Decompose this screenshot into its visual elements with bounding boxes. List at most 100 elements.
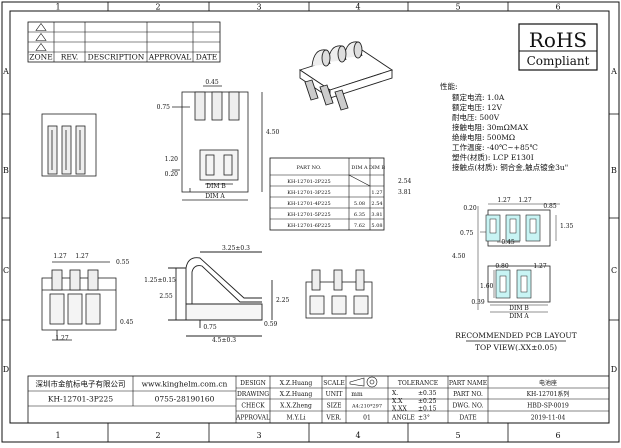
col-label-6-top: 6 — [555, 3, 560, 12]
design-name: X.Z.Huang — [280, 380, 313, 387]
pcb-dim-b: DIM B — [509, 305, 529, 312]
dim-127-bl-c: 1.27 — [55, 335, 69, 342]
dim-a-top: DIM A — [205, 193, 225, 200]
side-view-top — [172, 85, 263, 201]
col-label-5-bottom: 5 — [455, 431, 460, 440]
part-row-5-dimb: 5.08 — [371, 223, 382, 229]
scale-label: SCALE — [323, 380, 344, 387]
part-row-3-dima: 5.08 — [354, 201, 365, 207]
ver-value: 01 — [363, 415, 371, 422]
row-label-c-right: C — [611, 266, 617, 275]
check-name: X.X.Zheng — [280, 403, 312, 410]
tol-x-value: ±0.35 — [418, 390, 437, 397]
title-block: 深圳市金航标电子有限公司 www.kinghelm.com.cn KH-1270… — [27, 375, 610, 424]
pcb-dim-085: 0.85 — [543, 203, 557, 210]
tol-xxx-value: ±0.15 — [418, 406, 437, 413]
projection-symbol — [349, 376, 378, 388]
tol-xx-value: ±0.25 — [418, 398, 437, 405]
dim-020-top: 0.20 — [165, 171, 179, 178]
spec-rated-current: 额定电流: 1.0A — [452, 92, 505, 102]
pcb-dim-045: 0.45 — [501, 239, 515, 246]
dim-125: 1.25±0.15 — [144, 277, 176, 284]
dim-45: 4.5±0.3 — [212, 337, 236, 344]
rear-view — [305, 269, 373, 319]
pcb-dim-160: 1.60 — [480, 283, 494, 290]
row-label-c-left: C — [3, 266, 9, 275]
rohs-text: RoHS — [529, 28, 587, 52]
row-label-d-right: D — [611, 365, 617, 374]
row-label-a-right: A — [610, 67, 617, 76]
date-value: 2019-11-04 — [531, 415, 566, 422]
dim-055: 0.55 — [116, 259, 130, 266]
spring-profile — [168, 251, 273, 337]
dim-075-spring: 0.75 — [203, 324, 217, 331]
tol-xxx-label: X.XX — [392, 406, 407, 413]
column-ticks — [2, 2, 619, 442]
spec-housing-material: 塑件(材质): LCP E130I — [452, 152, 534, 162]
tolerance-label: TOLERANCE — [398, 380, 438, 387]
pcb-dim-080: 0.80 — [495, 263, 509, 270]
spec-list: 性能: 额定电流: 1.0A 额定电压: 12V 耐电压: 500V 接触电阻:… — [440, 81, 568, 172]
pcb-dim-075: 0.75 — [460, 230, 474, 237]
company-phone: 0755-28190160 — [155, 395, 215, 404]
compliant-text: Compliant — [527, 54, 590, 68]
col-label-3-bottom: 3 — [256, 431, 261, 440]
date-label: DATE — [459, 415, 476, 422]
col-label-3-top: 3 — [256, 3, 261, 12]
dim-255: 2.55 — [159, 293, 173, 300]
dim-127-bl-b: 1.27 — [75, 253, 89, 260]
part-row-4-partno: KH-12701-5P225 — [287, 212, 330, 218]
part-row-2-dimb: 1.27 — [371, 190, 382, 196]
pcb-dim-020: 0.20 — [463, 205, 477, 212]
angle-value: ±3° — [418, 415, 430, 422]
approval-name: M.Y.Li — [286, 415, 305, 422]
part-name-value: 电池座 — [539, 379, 557, 387]
part-row-4-dima: 6.35 — [354, 212, 365, 218]
dim-045-top: 0.45 — [205, 79, 219, 86]
pcb-layout-view: TOP VIEW(.XX±0.05) — [475, 343, 557, 352]
pcb-layout-top — [477, 203, 560, 310]
part-row-1-partno: KH-12701-2P225 — [287, 179, 330, 185]
tol-x-label: X. — [392, 390, 398, 397]
rev-header-approval: APPROVAL — [148, 53, 191, 62]
part-number-table: PART NO. DIM A DIM B KH-12701-2P225 KH-1… — [269, 157, 412, 231]
rev-header-rev: REV. — [61, 53, 79, 62]
unit-value: mm — [351, 391, 363, 398]
spec-insulation-resistance: 绝缘电阻: 500MΩ — [452, 132, 515, 142]
pcb-dim-135: 1.35 — [560, 223, 574, 230]
part-row-4-dimb: 3.81 — [371, 212, 382, 218]
part-table-header-dimb: DIM B — [369, 165, 386, 171]
unit-label: UNIT — [326, 391, 343, 398]
col-label-1-bottom: 1 — [55, 431, 60, 440]
iso-view — [298, 41, 394, 111]
spec-contact-material: 接触点(材质): 铜合金,触点镀金3u" — [452, 162, 568, 172]
size-value: A4:210*297 — [351, 404, 382, 410]
dwg-no-value: HBD-SP-0019 — [527, 403, 569, 410]
ver-label: VER. — [325, 415, 341, 422]
part-row-3-dimb: 2.54 — [371, 201, 382, 207]
dim-059: 0.59 — [264, 321, 278, 328]
company-name: 深圳市金航标电子有限公司 — [36, 379, 126, 389]
pcb-dim-127-a: 1.27 — [497, 197, 511, 204]
front-view-bottom — [41, 261, 117, 341]
dim-325: 3.25±0.3 — [222, 245, 250, 252]
row-label-b-right: B — [611, 166, 617, 175]
col-label-1-top: 1 — [55, 3, 60, 12]
col-label-4-top: 4 — [355, 3, 360, 12]
dim-120: 1.20 — [165, 156, 179, 163]
angle-label: ANGLE — [391, 415, 415, 422]
col-label-2-top: 2 — [155, 3, 160, 12]
rev-header-description: DESCRIPTION — [88, 53, 145, 62]
dim-075-top: 0.75 — [157, 104, 171, 111]
part-row-5-partno: KH-12701-6P225 — [287, 223, 330, 229]
spec-contact-resistance: 接触电阻: 30mΩMAX — [452, 122, 529, 132]
drawing-name: X.Z.Huang — [280, 391, 313, 398]
rev-header-date: DATE — [196, 53, 218, 62]
size-label: SIZE — [326, 403, 341, 410]
dim-b-top: DIM B — [206, 183, 226, 190]
pcb-layout-bottom — [487, 265, 551, 313]
part-side-381: 3.81 — [398, 189, 411, 196]
